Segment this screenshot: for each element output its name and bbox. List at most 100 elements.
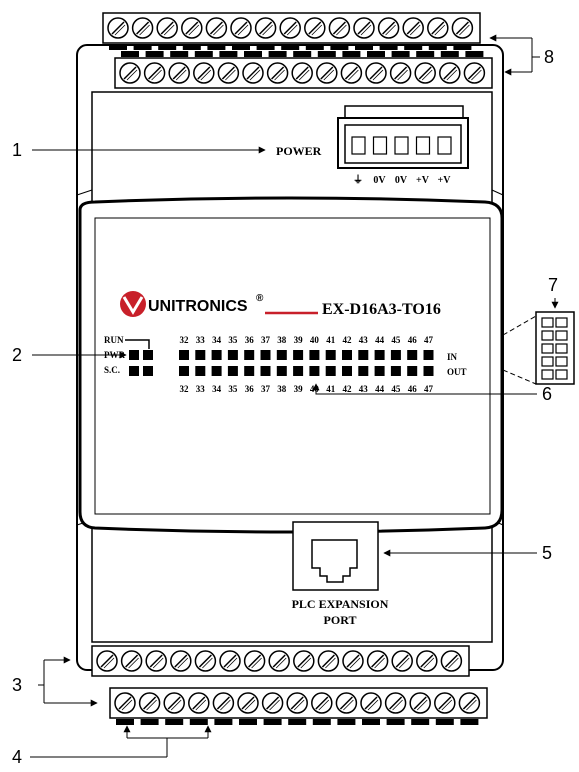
run-led: [143, 350, 153, 360]
side-connector-pin: [541, 330, 554, 341]
io-number-top: 43: [359, 335, 369, 345]
callout-5: 5: [383, 543, 552, 563]
svg-text:7: 7: [548, 275, 558, 295]
bottom-back-terminal-tab: [460, 719, 479, 725]
side-connector-pin: [555, 330, 568, 341]
svg-text:5: 5: [542, 543, 552, 563]
io-number-top: 44: [375, 335, 385, 345]
bottom-back-terminal-tab: [116, 719, 134, 725]
output-led: [342, 366, 352, 376]
output-led: [195, 366, 206, 376]
brand-name: UNITRONICS: [148, 298, 248, 315]
expansion-port: [292, 521, 379, 591]
svg-text:3: 3: [12, 675, 22, 695]
top-back-terminal-tab: [428, 44, 447, 50]
bottom-back-terminal-tab: [189, 719, 208, 725]
power-pin: [372, 136, 388, 155]
io-number-top: 47: [424, 335, 434, 345]
top-back-terminal-tab: [330, 44, 349, 50]
side-connector-pin: [541, 356, 554, 367]
io-number-bottom: 47: [424, 384, 434, 394]
io-number-bottom: 36: [245, 384, 255, 394]
top-front-terminal-tab: [293, 51, 312, 57]
io-number-bottom: 45: [391, 384, 401, 394]
top-front-terminal-tab: [244, 51, 262, 57]
power-pin-label: 0V: [395, 175, 408, 186]
callout-1: 1: [12, 140, 266, 160]
out-label: OUT: [447, 367, 467, 377]
callout-3: 3: [12, 656, 98, 707]
input-led-row: [179, 350, 434, 360]
bottom-back-terminal-tab: [214, 719, 233, 725]
io-number-top: 40: [310, 335, 320, 345]
power-pin: [437, 136, 452, 155]
top-back-terminal-tab: [256, 44, 275, 50]
top-front-terminal-tab: [170, 51, 189, 57]
sc-led-2: [143, 366, 153, 376]
power-pin-label: 0V: [373, 175, 386, 186]
bottom-back-terminal-tab: [165, 719, 184, 725]
input-led: [227, 350, 238, 360]
callout-8: 8: [489, 34, 554, 76]
side-connector-pin: [555, 343, 568, 354]
top-front-terminal-tab: [268, 51, 287, 57]
io-number-top: 32: [180, 335, 190, 345]
side-connector: [502, 311, 575, 385]
svg-text:6: 6: [542, 384, 552, 404]
top-front-terminal-tab: [145, 51, 164, 57]
io-number-top: 36: [245, 335, 255, 345]
bottom-back-terminal-tab: [411, 719, 430, 725]
output-led: [390, 366, 401, 376]
output-led: [309, 366, 320, 376]
power-pin: [394, 136, 409, 155]
side-connector-pin: [555, 356, 568, 367]
bottom-back-terminal-tab: [263, 719, 282, 725]
top-front-terminal-tab: [342, 51, 361, 57]
input-led: [179, 350, 189, 360]
power-connector: [337, 105, 469, 169]
terminal-block-top-back: [102, 12, 481, 50]
bottom-back-terminal-tab: [386, 719, 405, 725]
power-pin-label: ⏚: [353, 174, 363, 186]
terminal-block-bottom-back: [109, 687, 488, 725]
io-number-bottom: 32: [180, 384, 190, 394]
power-pin-label: +V: [438, 175, 452, 186]
side-connector-pin: [541, 343, 554, 354]
power-pin-label: +V: [416, 175, 430, 186]
side-connector-pin: [555, 369, 568, 380]
svg-text:2: 2: [12, 345, 22, 365]
output-led: [244, 366, 255, 376]
io-number-bottom: 42: [343, 384, 353, 394]
power-pin: [351, 136, 366, 155]
side-connector-pin: [541, 369, 554, 380]
expansion-port-label-1: PLC EXPANSION: [292, 597, 389, 611]
side-connector-pin: [555, 317, 568, 328]
terminal-block-bottom-front: [91, 645, 470, 677]
io-number-bottom: 44: [375, 384, 385, 394]
top-back-terminal-tab: [281, 44, 300, 50]
io-number-top: 42: [343, 335, 353, 345]
top-back-terminal-tab: [379, 44, 398, 50]
status-label-run: RUN: [104, 335, 124, 345]
power-pin: [415, 136, 431, 155]
svg-text:8: 8: [544, 47, 554, 67]
top-back-terminal-tab: [182, 44, 201, 50]
callout-6: 6: [312, 383, 552, 404]
side-connector-pin: [541, 317, 554, 328]
top-back-terminal-tab: [158, 44, 177, 50]
io-number-top: 46: [408, 335, 418, 345]
io-number-bottom: 46: [408, 384, 418, 394]
input-led: [407, 350, 418, 360]
io-number-bottom: 34: [212, 384, 222, 394]
svg-text:1: 1: [12, 140, 22, 160]
output-led: [293, 366, 304, 376]
input-led: [309, 350, 320, 360]
io-number-bottom: 38: [277, 384, 287, 394]
input-led: [358, 350, 369, 360]
input-led: [211, 350, 222, 360]
input-led: [342, 350, 352, 360]
top-front-terminal-tab: [416, 51, 435, 57]
top-back-terminal-tab: [355, 44, 373, 50]
top-back-terminal-tab: [133, 44, 152, 50]
